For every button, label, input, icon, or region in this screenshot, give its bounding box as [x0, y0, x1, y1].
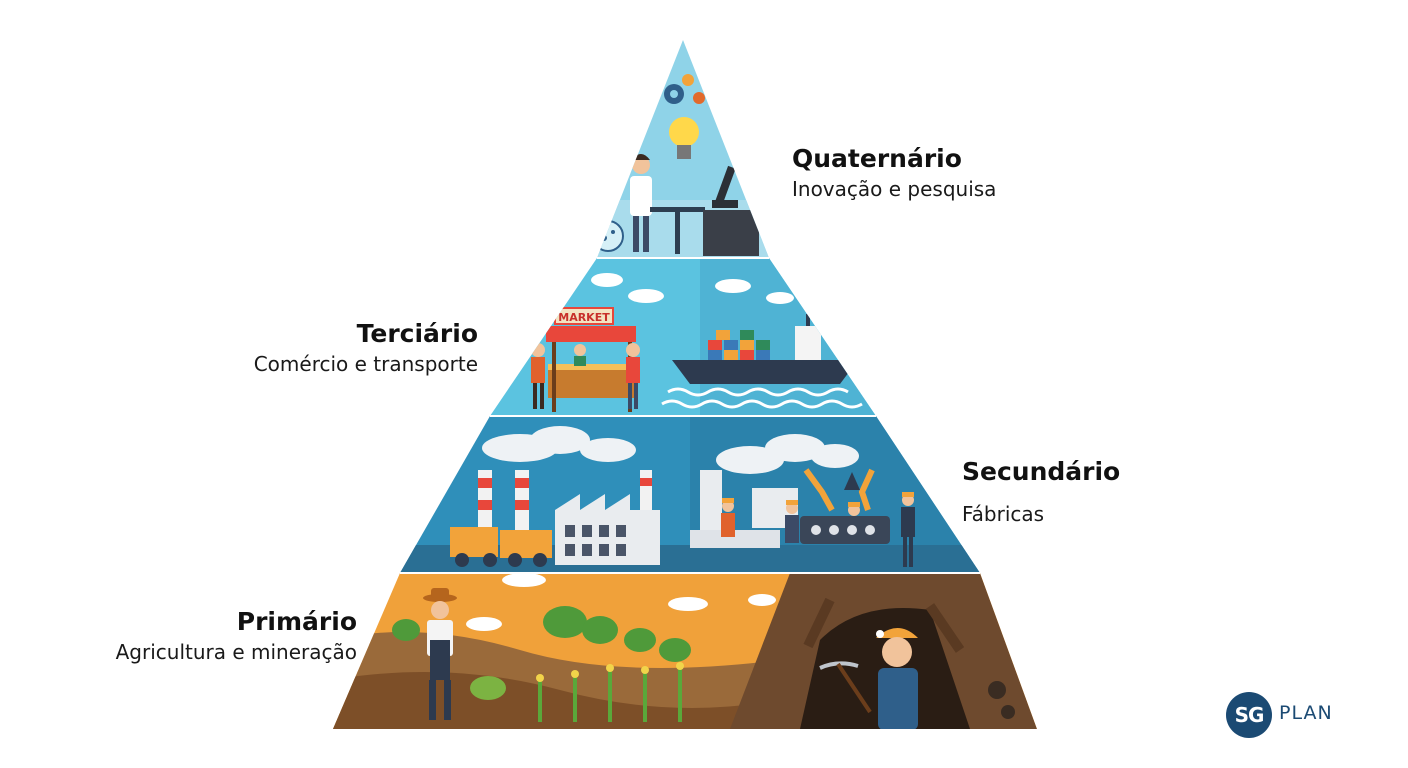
sea-waves [661, 387, 863, 409]
clouds [591, 273, 794, 304]
label-terciario: Terciário Comércio e transporte [254, 318, 478, 378]
farmer-figure [423, 588, 506, 720]
level-terciario: MARKET [490, 258, 876, 416]
sg-plan-logo: SG PLAN [1226, 692, 1346, 740]
market-sign-text: MARKET [558, 311, 610, 324]
trees [392, 606, 691, 662]
microscope-icon [703, 165, 759, 256]
level-secundario [400, 416, 980, 573]
level-title: Quaternário [792, 144, 962, 173]
shopper-figures [531, 343, 640, 409]
label-quaternario: Quaternário Inovação e pesquisa [792, 143, 996, 203]
logo-mark: SG [1226, 692, 1272, 738]
logo-word: PLAN [1279, 702, 1333, 724]
lab-table [650, 207, 705, 212]
factory-workers [721, 492, 915, 567]
level-primario [333, 573, 1037, 729]
tier-separators [400, 257, 980, 574]
miner-figure [819, 628, 918, 729]
gears-icon [664, 74, 705, 104]
clouds [466, 573, 776, 631]
label-secundario: Secundário Fábricas [962, 456, 1120, 528]
level-title: Primário [236, 607, 357, 636]
crop-plants [538, 668, 682, 722]
factory-building [555, 494, 660, 565]
flask-icon [597, 220, 624, 252]
level-subtitle: Comércio e transporte [253, 352, 478, 376]
label-primario: Primário Agricultura e mineração [116, 606, 357, 666]
cargo-ship [672, 314, 858, 384]
market-stall: MARKET [546, 307, 636, 412]
industrial-machines [450, 527, 552, 567]
smoke-clouds [482, 426, 859, 474]
crop-flowers [536, 662, 684, 682]
level-subtitle: Fábricas [962, 502, 1045, 526]
level-subtitle: Agricultura e mineração [115, 640, 357, 664]
level-title: Secundário [962, 457, 1121, 486]
level-subtitle: Inovação e pesquisa [792, 177, 997, 201]
level-quaternario [597, 40, 769, 258]
level-title: Terciário [356, 319, 478, 348]
lightbulb-icon [669, 117, 699, 159]
factory-chimneys [478, 470, 652, 540]
